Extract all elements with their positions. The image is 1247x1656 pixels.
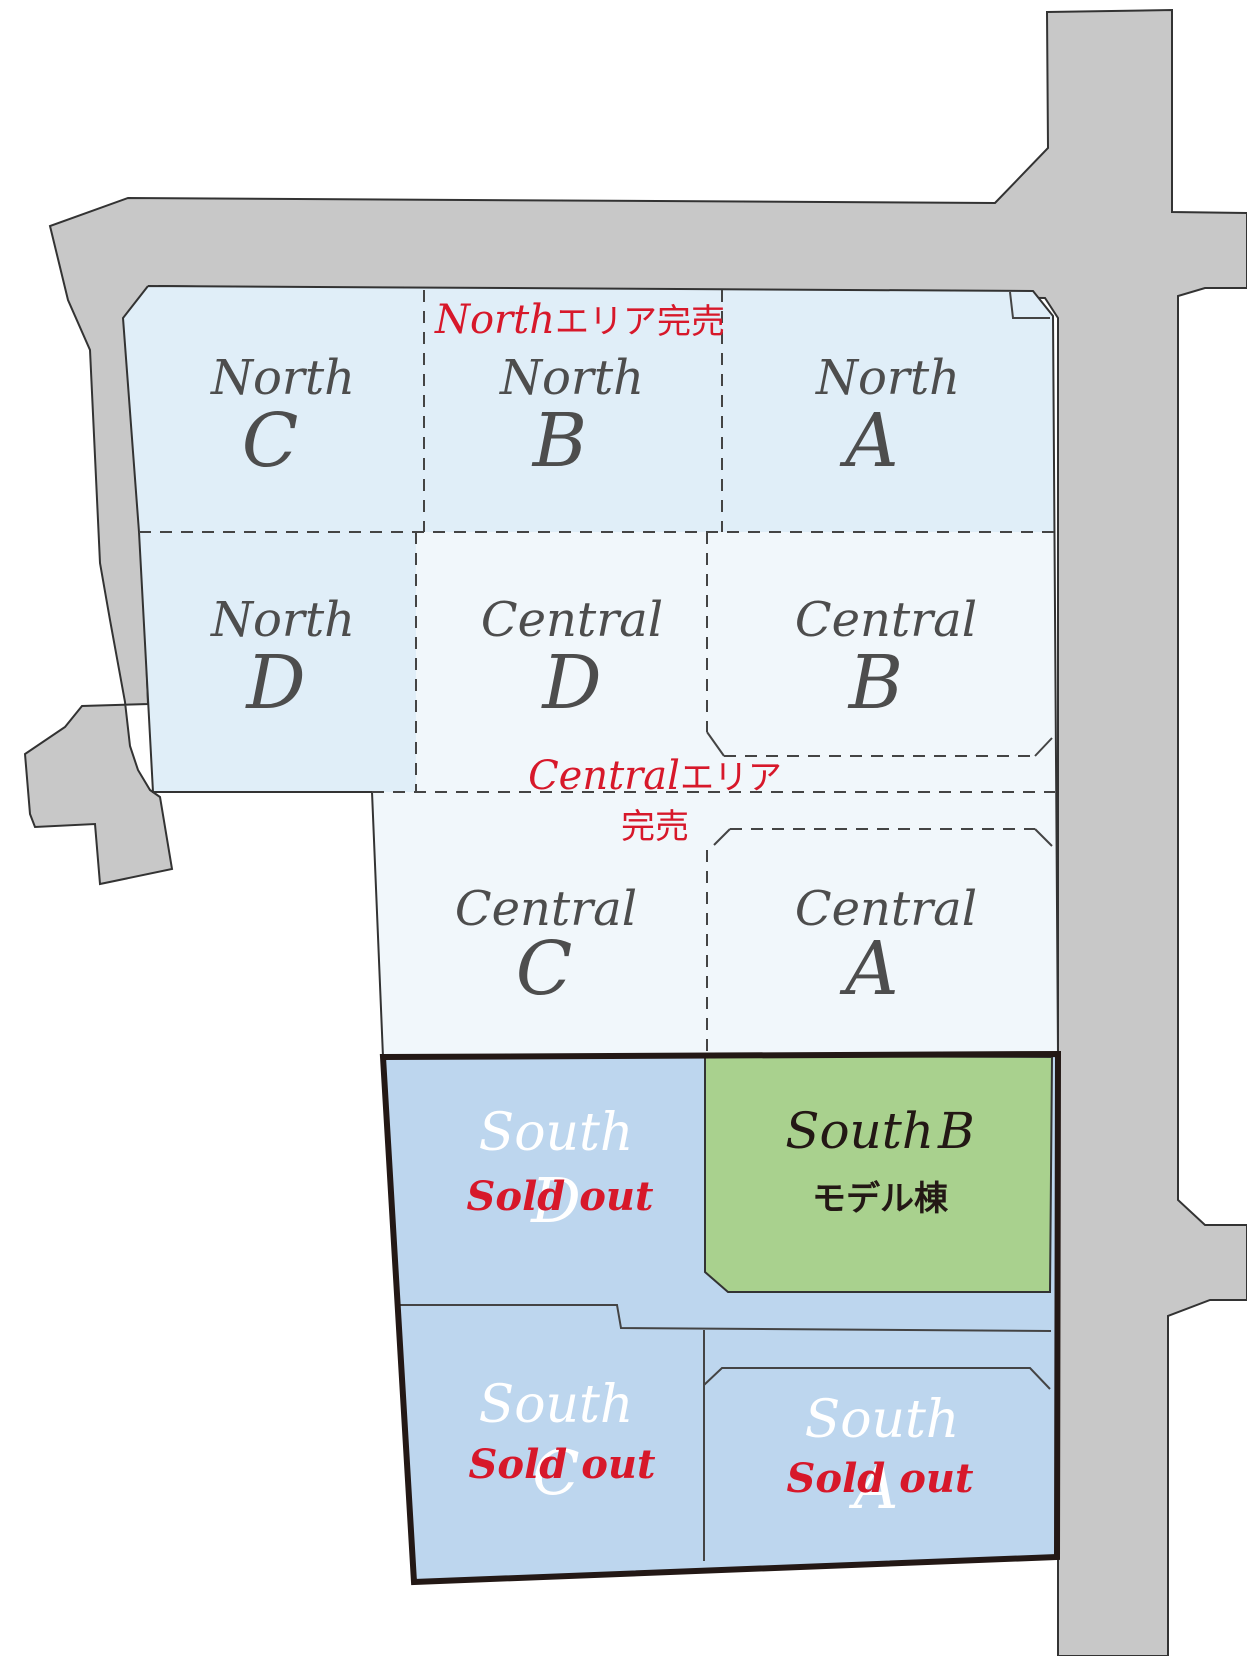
lot-dividers [139, 290, 1055, 1054]
south-area-frame [379, 1050, 1062, 1586]
roads [23, 8, 1247, 1656]
lot-north-c-area: North [210, 350, 355, 406]
lot-south-c-letter: C [532, 1436, 579, 1509]
lot-south-a-letter: A [849, 1450, 899, 1523]
lot-south-d-letter: D [530, 1164, 581, 1237]
lot-north-a-area: North [815, 350, 960, 406]
lot-north-a-letter: A [839, 398, 898, 484]
lot-south-b-area: South [785, 1102, 934, 1160]
north-notice-text: エリア完売 [555, 302, 725, 342]
lot-south-d-status: Sold out [467, 1173, 654, 1220]
lot-central-c-letter: C [516, 926, 573, 1012]
lot-central-b-area: Central [795, 592, 977, 648]
lot-south-b-note: モデル棟 [812, 1179, 949, 1219]
lot-central-c-area: Central [455, 881, 637, 937]
lot-south-a-status: Sold out [787, 1455, 974, 1502]
north-a-corner-notch [1009, 291, 1050, 319]
lot-central-d-letter: D [540, 640, 601, 726]
lot-north-d-area: North [210, 592, 355, 648]
central-notice-area: Central [528, 753, 680, 799]
lot-south-a-area: South [805, 1390, 960, 1450]
central-area-fill [372, 532, 1058, 1057]
south-b-model-lot [704, 1054, 1054, 1293]
north-area-fill [123, 286, 1055, 792]
north-sold-notice: Northエリア完売 [434, 297, 725, 343]
lot-south-b-label: South B [785, 1102, 975, 1160]
north-notice-area: North [434, 297, 555, 343]
lot-central-d-area: Central [481, 592, 663, 648]
lot-south-c-area: South [479, 1375, 634, 1435]
central-notice-text-line1: エリア [680, 758, 782, 798]
central-sold-notice: Centralエリア [528, 753, 782, 799]
central-notice-text-line2: 完売 [621, 807, 689, 847]
lot-central-a-area: Central [795, 881, 977, 937]
lot-north-b-letter: B [531, 398, 587, 484]
lot-south-c-status: Sold out [469, 1441, 656, 1488]
lot-south-d-area: South [479, 1103, 634, 1163]
road-upper [23, 8, 1247, 1656]
lot-central-b-letter: B [847, 640, 903, 726]
lot-north-d-letter: D [244, 640, 305, 726]
lot-central-a-letter: A [839, 926, 898, 1012]
lot-south-b-letter: B [937, 1102, 975, 1160]
lot-north-b-area: North [499, 350, 644, 406]
lot-north-c-letter: C [242, 398, 299, 484]
